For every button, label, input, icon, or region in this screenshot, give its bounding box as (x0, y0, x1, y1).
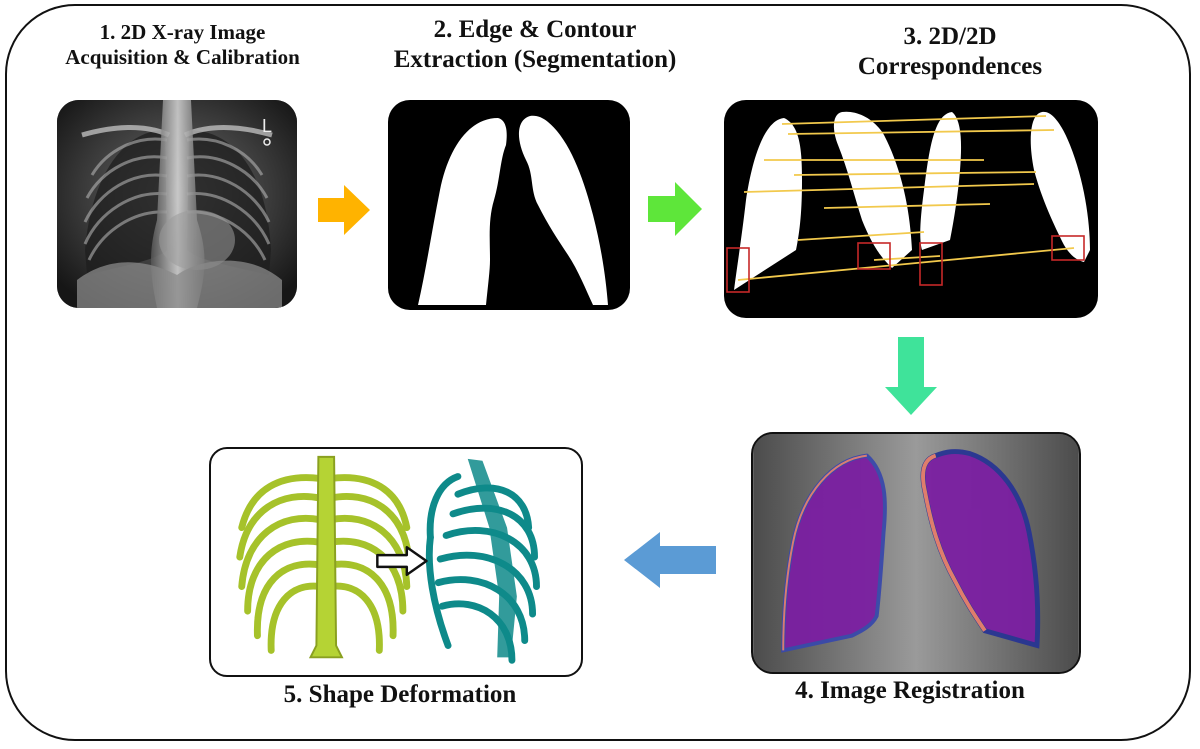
arrow-step2-to-step3 (648, 182, 702, 236)
arrow-step4-to-step5 (624, 532, 716, 588)
arrow-step1-to-step2 (318, 185, 370, 235)
registration-image (751, 432, 1081, 674)
xray-image: L (57, 100, 297, 308)
step-5-label: 5. Shape Deformation (205, 680, 595, 710)
step-4-label: 4. Image Registration (740, 676, 1080, 706)
arrow-step3-to-step4 (885, 337, 937, 415)
rib-cage-model-image (209, 447, 583, 677)
svg-text:L: L (262, 116, 272, 136)
lung-mask-image (388, 100, 630, 310)
correspondence-image (724, 100, 1098, 318)
